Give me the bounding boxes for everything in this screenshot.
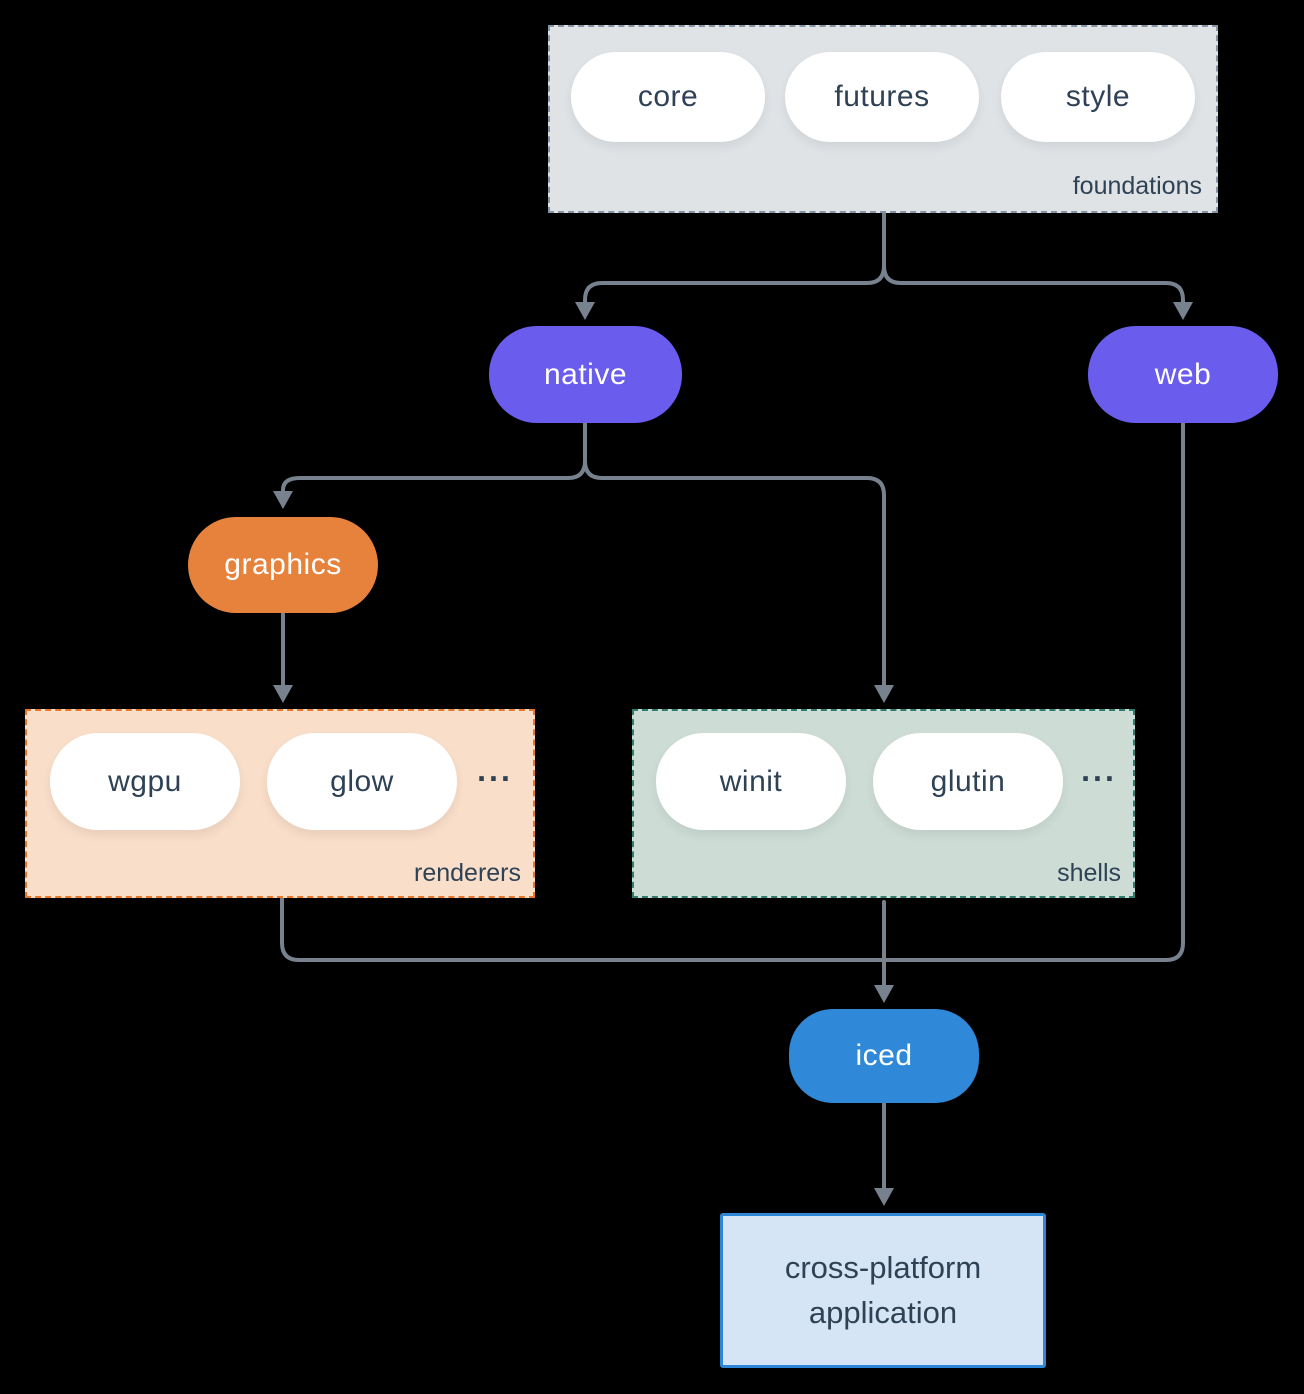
arrow-native-to-graphics xyxy=(281,422,587,494)
node-core: core xyxy=(571,52,765,142)
arrowhead xyxy=(273,491,293,509)
arrowhead xyxy=(874,985,894,1003)
shells-label: shells xyxy=(1057,859,1121,887)
arrow-foundations-to-native xyxy=(583,212,886,305)
line-renderers-to-merge xyxy=(280,897,886,962)
renderers-ellipsis: ... xyxy=(477,752,513,788)
node-glow: glow xyxy=(267,733,457,830)
line-web-to-merge xyxy=(882,419,1185,962)
arrow-native-to-shells xyxy=(583,422,886,688)
cross-platform-application-box: cross-platform application xyxy=(720,1213,1046,1368)
arrowhead xyxy=(575,302,595,320)
node-iced: iced xyxy=(789,1009,979,1103)
node-glutin: glutin xyxy=(873,733,1063,830)
arrowhead xyxy=(874,685,894,703)
arrowhead xyxy=(1173,302,1193,320)
node-winit: winit xyxy=(656,733,846,830)
shells-ellipsis: ... xyxy=(1081,752,1117,788)
node-graphics: graphics xyxy=(188,517,378,613)
application-label-line1: cross-platform xyxy=(784,1249,982,1285)
foundations-label: foundations xyxy=(1072,172,1202,200)
node-web: web xyxy=(1088,326,1278,423)
arrow-foundations-to-web xyxy=(882,212,1185,305)
application-label-line2: application xyxy=(808,1294,958,1330)
node-style: style xyxy=(1001,52,1195,142)
node-futures: futures xyxy=(785,52,979,142)
arrowhead xyxy=(273,685,293,703)
node-wgpu: wgpu xyxy=(50,733,240,830)
arrowhead xyxy=(874,1188,894,1206)
renderers-label: renderers xyxy=(414,859,521,887)
node-native: native xyxy=(489,326,682,423)
